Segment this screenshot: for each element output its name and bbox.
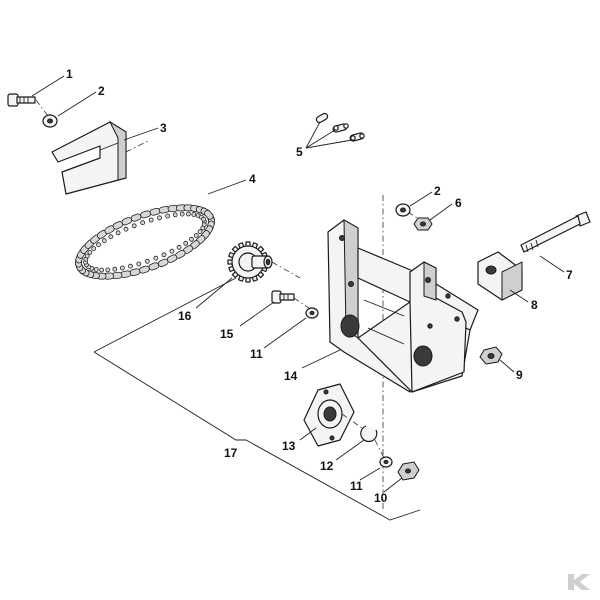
chain-link <box>130 213 142 222</box>
part-8-tensioner-block[interactable] <box>477 251 523 301</box>
callout-labels: 1 2 3 4 5 2 6 7 8 9 16 15 11 14 13 12 11… <box>66 67 573 505</box>
chain-link <box>204 209 214 220</box>
part-15-bolt[interactable] <box>271 290 295 304</box>
part-4-chain[interactable] <box>75 204 216 280</box>
callout-2-left: 2 <box>98 84 105 98</box>
chain-pin <box>123 226 129 232</box>
chain-pin <box>108 234 114 240</box>
callout-10: 10 <box>374 491 388 505</box>
leader-lines <box>31 75 565 493</box>
chain-pin <box>157 215 162 221</box>
part-13-bearing-flange[interactable] <box>303 383 355 447</box>
chain-pin <box>115 230 121 236</box>
part-5-chain-link-kit[interactable] <box>315 112 365 142</box>
chain-pin <box>93 267 99 272</box>
callout-17: 17 <box>224 446 238 460</box>
chain-pin <box>185 211 191 217</box>
chain-pin <box>101 238 107 244</box>
part-7-long-bolt[interactable] <box>520 211 591 253</box>
part-3-bracket-plate[interactable] <box>51 120 127 195</box>
chain-pin <box>153 255 159 261</box>
chain-pin <box>140 220 146 226</box>
chain-pin <box>148 217 154 223</box>
chain-pin <box>120 265 125 271</box>
callout-9: 9 <box>516 368 523 382</box>
chain-pin <box>131 223 137 229</box>
chain-pin <box>169 248 175 254</box>
chain-pin <box>176 244 182 250</box>
chain-pin <box>128 263 133 269</box>
callout-15: 15 <box>220 327 234 341</box>
callout-3: 3 <box>160 121 167 135</box>
chain-link <box>139 265 150 274</box>
chain-pin <box>191 212 197 217</box>
part-6-nut[interactable] <box>413 217 433 231</box>
callout-5: 5 <box>296 145 303 159</box>
chain-pin <box>193 232 199 238</box>
callout-12: 12 <box>320 459 334 473</box>
chain-pin <box>105 267 111 273</box>
callout-7: 7 <box>566 268 573 282</box>
chain-pin <box>96 242 101 248</box>
callout-13: 13 <box>282 439 296 453</box>
chain-pin <box>87 249 93 255</box>
callout-4: 4 <box>249 172 256 186</box>
chain-pin <box>165 213 171 219</box>
chain-link <box>140 210 151 219</box>
chain-link <box>148 262 160 271</box>
chain-pin <box>189 236 194 242</box>
chain-pin <box>99 267 104 273</box>
chain-pin <box>183 240 189 246</box>
chain-pin <box>172 212 178 218</box>
part-16-sprocket[interactable] <box>227 241 273 283</box>
chain-pin <box>197 229 203 235</box>
part-10-nut[interactable] <box>397 461 420 481</box>
callout-14: 14 <box>284 369 298 383</box>
part-14-frame[interactable] <box>327 219 479 393</box>
part-2-washer-left[interactable] <box>42 114 58 128</box>
part-12-circlip[interactable] <box>360 425 378 443</box>
chain-pin <box>200 225 206 231</box>
part-2-washer-right[interactable] <box>395 203 411 217</box>
assembly-17-outline <box>93 277 421 521</box>
callout-11-lower: 11 <box>350 479 363 493</box>
part-1-bolt[interactable] <box>7 93 36 107</box>
chain-pin <box>91 246 97 252</box>
chain-pin <box>201 216 207 222</box>
chain-pin <box>84 253 90 259</box>
callout-2-right: 2 <box>434 184 441 198</box>
part-11-washer-lower[interactable] <box>379 456 393 468</box>
chain-pin <box>144 258 150 264</box>
chain-pin <box>112 266 118 272</box>
chain-pin <box>136 261 142 267</box>
part-11-washer-middle[interactable] <box>305 307 319 319</box>
chain-pin <box>161 252 167 258</box>
callout-8: 8 <box>531 298 538 312</box>
callout-11-middle: 11 <box>250 347 263 361</box>
chain-pin <box>179 211 185 217</box>
part-9-nut[interactable] <box>479 346 503 365</box>
callout-16: 16 <box>178 309 192 323</box>
callout-6: 6 <box>455 196 462 210</box>
brand-logo-icon <box>568 574 590 590</box>
callout-1: 1 <box>66 67 73 81</box>
